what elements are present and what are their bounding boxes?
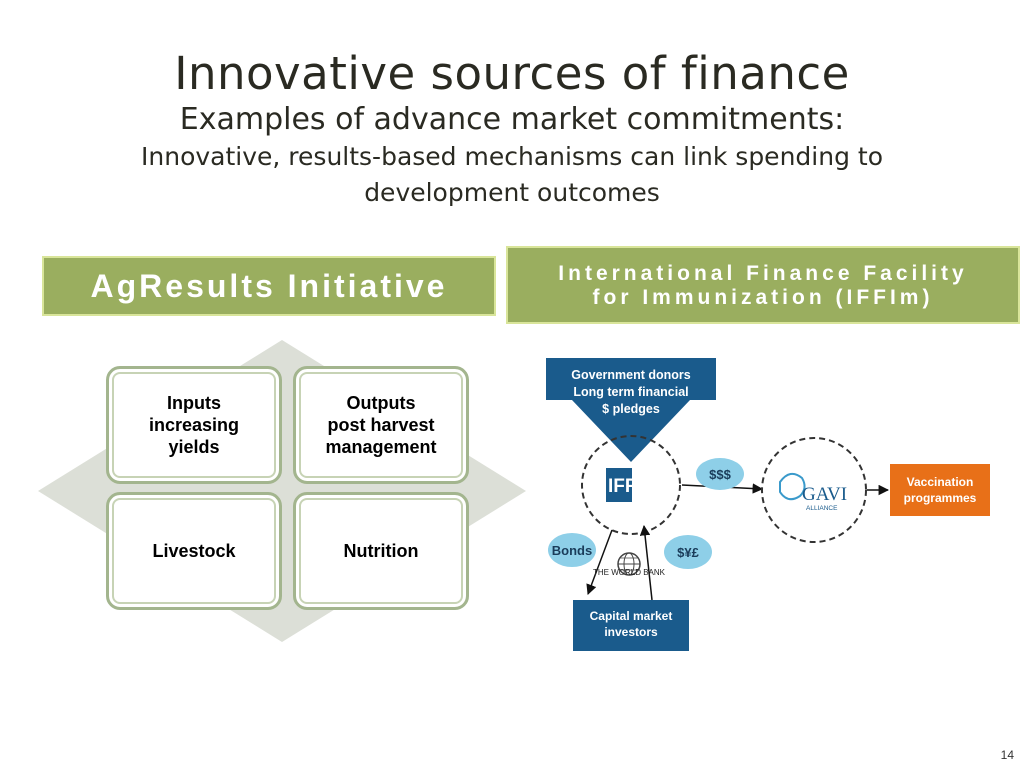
vaccination-line-1: Vaccination (907, 475, 974, 489)
donors-line-2: Long term financial (573, 385, 688, 399)
title-block: Innovative sources of finance Examples o… (0, 48, 1024, 210)
slide-subtitle-line-1: Innovative, results-based mechanisms can… (141, 142, 883, 171)
gavi-globe-icon (779, 472, 806, 501)
quadrant-nutrition-label: Nutrition (343, 541, 419, 561)
quadrant-inputs-line-3: yields (168, 437, 220, 457)
quadrant-outputs: Outputs post harvest management (293, 366, 469, 484)
investors-line-1: Capital market (590, 609, 673, 623)
capital-market-box (573, 600, 689, 651)
quadrant-outputs-line-2: post harvest (327, 415, 435, 435)
dollar-bubble-label: $$$ (709, 467, 731, 482)
world-bank-label: THE WORLD BANK (593, 568, 666, 577)
quadrant-livestock: Livestock (106, 492, 282, 610)
vaccination-box (890, 464, 990, 516)
agresults-banner: AgResults Initiative (42, 256, 496, 316)
bonds-bubble-label: Bonds (552, 543, 592, 558)
slide-subtitle: Examples of advance market commitments: (179, 102, 845, 137)
page-number: 14 (1000, 748, 1014, 762)
dollar-bubble (696, 458, 744, 490)
donors-line-3: $ pledges (602, 402, 660, 416)
investors-line-2: investors (604, 625, 658, 639)
world-bank-globe-icon (617, 552, 641, 576)
iffim-banner-line-2: for Immunization (IFFIm) (592, 286, 934, 309)
quadrant-livestock-label: Livestock (152, 541, 236, 561)
gavi-circle (761, 437, 867, 543)
quadrant-nutrition: Nutrition (293, 492, 469, 610)
donors-line-1: Government donors (571, 368, 691, 382)
slide-title: Innovative sources of finance (174, 47, 850, 100)
iffim-banner-line-1: International Finance Facility (558, 262, 968, 285)
iffim-logo-block (606, 468, 632, 502)
quadrant-inputs-line-1: Inputs (166, 393, 221, 413)
iffim-logo: IFFIm (608, 476, 659, 497)
vaccination-line-2: programmes (904, 491, 977, 505)
slide-subtitle-line-2: development outcomes (364, 178, 660, 207)
bonds-bubble (548, 533, 596, 567)
gavi-logo-sub: ALLIANCE (806, 505, 838, 512)
currency-bubble-label: $¥£ (677, 545, 699, 560)
iffim-circle (581, 435, 681, 535)
gavi-logo: GAVI (802, 484, 847, 505)
quadrant-inputs: Inputs increasing yields (106, 366, 282, 484)
iffim-flow-diagram: Government donors Long term financial $ … (546, 358, 990, 651)
government-donors-box: Government donors Long term financial $ … (546, 358, 716, 462)
quadrant-inputs-line-2: increasing (148, 415, 240, 435)
iffim-banner: International Finance Facility for Immun… (506, 246, 1020, 324)
agresults-banner-label: AgResults Initiative (90, 268, 448, 304)
currency-bubble (664, 535, 712, 569)
quadrant-outputs-line-3: management (325, 437, 437, 457)
quadrant-outputs-line-1: Outputs (346, 393, 416, 413)
